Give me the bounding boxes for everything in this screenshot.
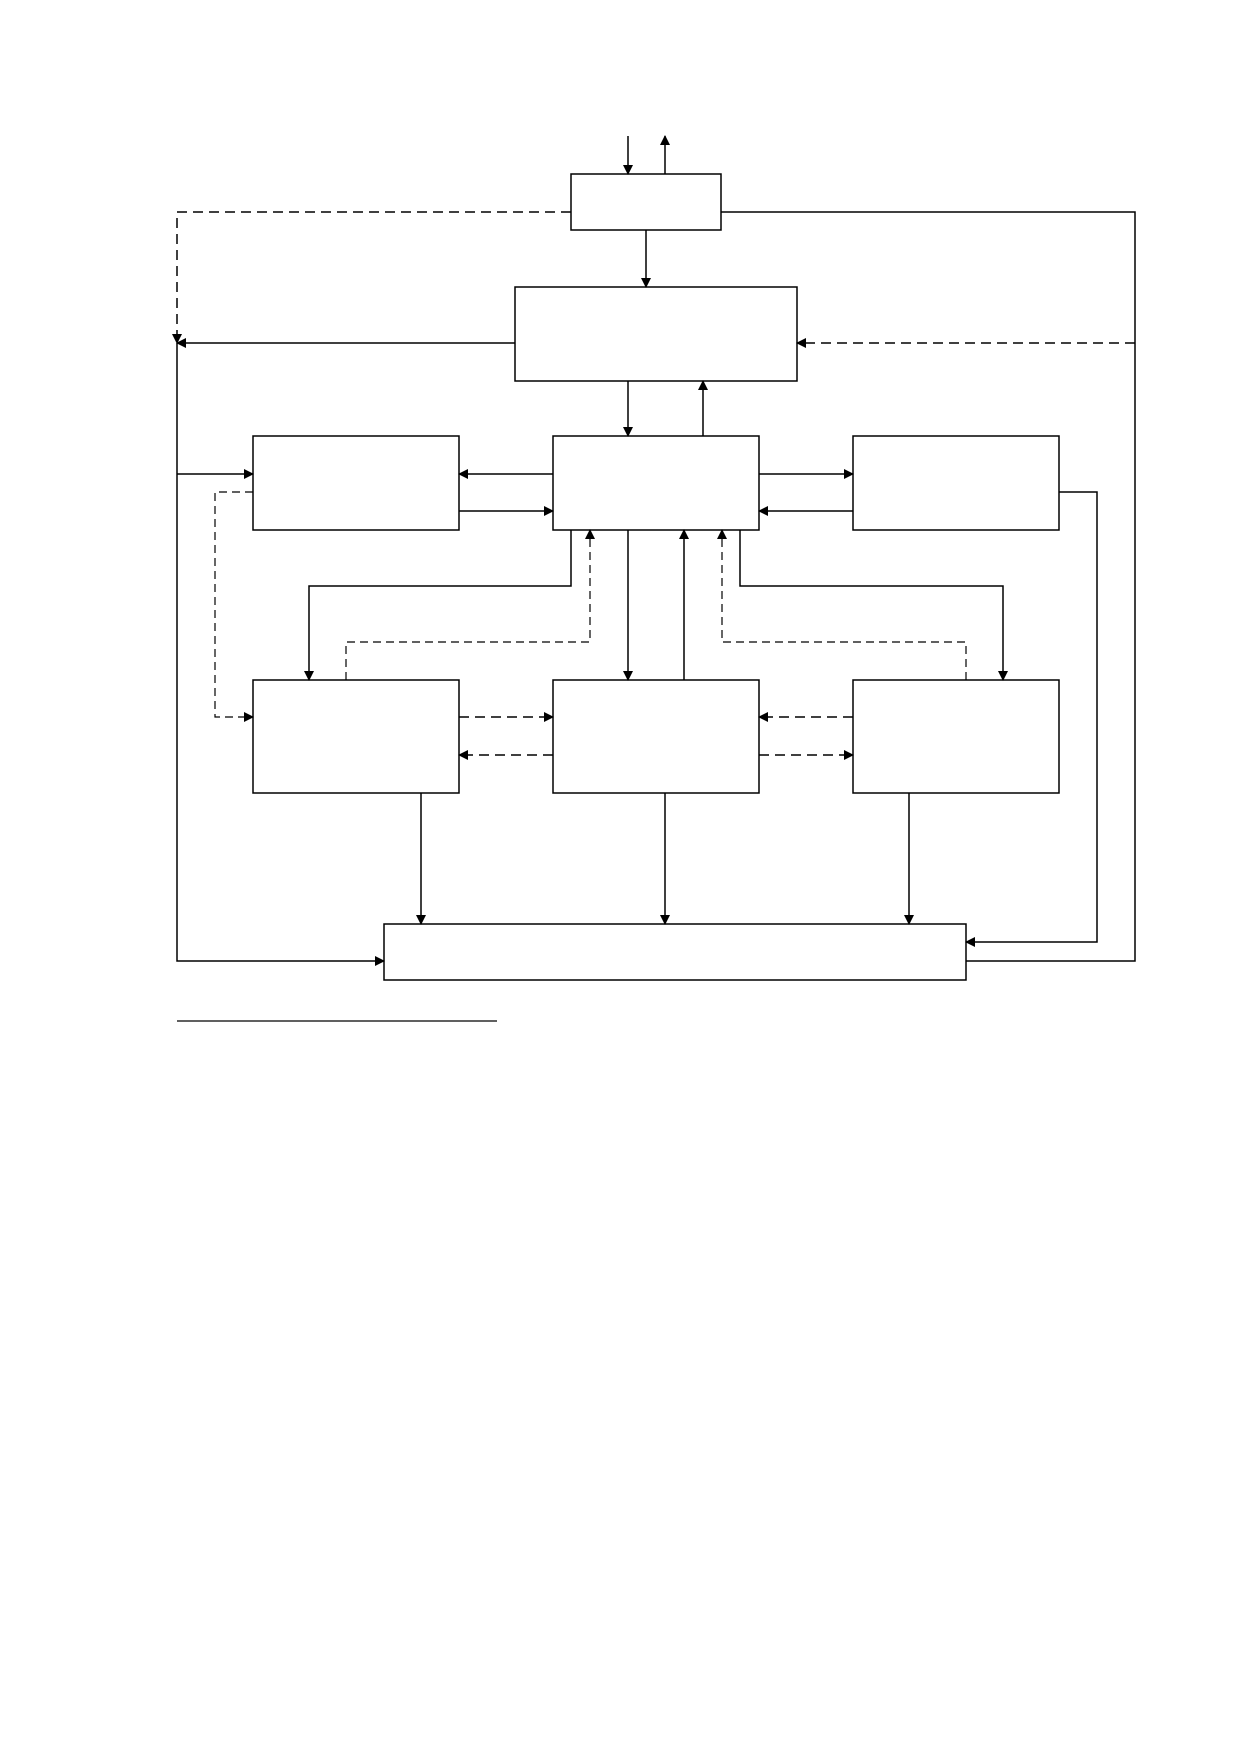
middle-left-to-lower-left-dashed-arrow <box>214 491 254 722</box>
bottom-box <box>383 923 967 981</box>
second-box <box>514 286 798 382</box>
middle-left-box <box>252 435 460 531</box>
middle-center-box <box>552 435 760 531</box>
middle-center-to-lower-right-arrow <box>739 530 1008 681</box>
top-box <box>570 173 722 231</box>
middle-center-to-lower-left-arrow <box>304 530 572 681</box>
right-bus-connector <box>721 211 1136 962</box>
lower-center-box <box>552 679 760 794</box>
top-to-left-dashed-connector <box>172 211 571 344</box>
middle-right-box <box>852 435 1060 531</box>
lower-right-box <box>852 679 1060 794</box>
left-bus-to-bottom-arrow <box>176 343 385 966</box>
lower-right-to-middle-center-dashed-arrow <box>717 529 967 680</box>
lower-left-to-middle-center-dashed-arrow <box>345 529 595 680</box>
middle-right-to-bottom-arrow <box>965 491 1098 947</box>
lower-left-box <box>252 679 460 794</box>
